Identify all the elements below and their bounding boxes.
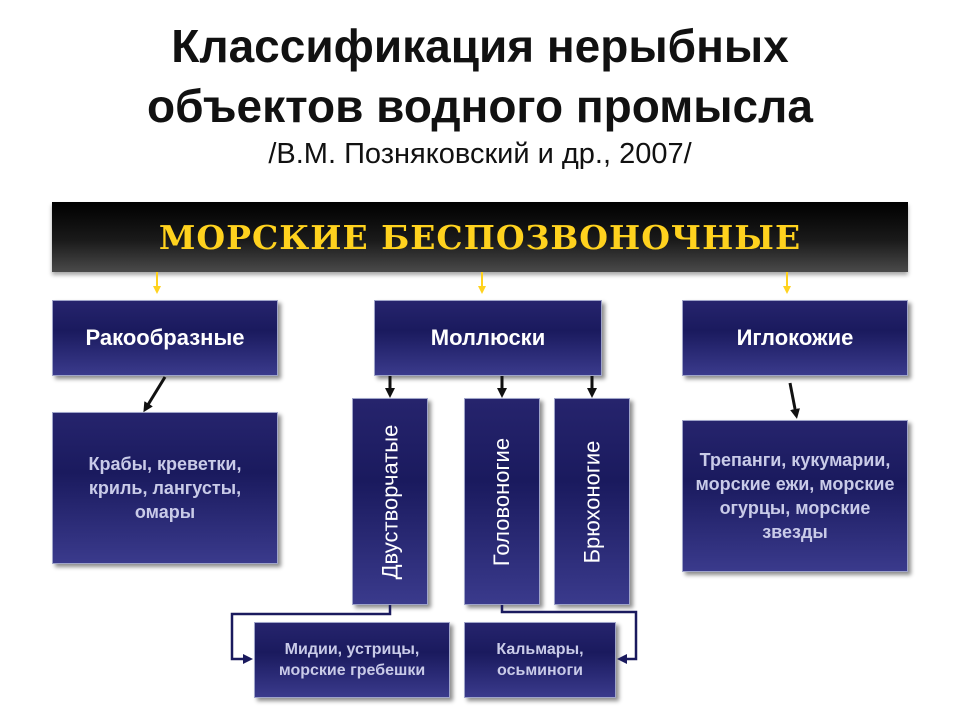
- leaf-cephalopod-examples: Кальмары, осьминоги: [464, 622, 616, 698]
- root-node-marine-invertebrates: МОРСКИЕ БЕСПОЗВОНОЧНЫЕ: [52, 202, 908, 272]
- connector-bivalves-examples: [230, 605, 392, 664]
- node-crustaceans: Ракообразные: [52, 300, 278, 376]
- leaf-bivalve-text: Мидии, устрицы, морские гребешки: [278, 641, 426, 679]
- leaf-crustaceans-text: Крабы, креветки, криль, лангусты, омары: [88, 454, 242, 522]
- subtitle-citation: /В.М. Позняковский и др., 2007/: [268, 138, 692, 170]
- node-gastropods: Брюхоногие: [554, 398, 630, 605]
- connector-echinoderms-leaf: [788, 382, 800, 419]
- leaf-bivalve-examples: Мидии, устрицы, морские гребешки: [254, 622, 450, 698]
- node-cephalopods: Головоногие: [464, 398, 540, 605]
- connector-crustaceans-leaf: [143, 376, 167, 413]
- leaf-cephalopod-text: Кальмары, осьминоги: [496, 641, 584, 679]
- title-line-1: Классификация нерыбных: [171, 20, 789, 72]
- node-mollusks-label: Моллюски: [430, 325, 546, 350]
- connector-cephalopods-examples: [500, 605, 638, 664]
- node-echinoderms-label: Иглокожие: [736, 325, 854, 350]
- node-mollusks: Моллюски: [374, 300, 602, 376]
- title-line-2: объектов водного промысла: [147, 80, 813, 132]
- node-echinoderms: Иглокожие: [682, 300, 908, 376]
- leaf-echinoderms-text: Трепанги, кукумарии, морские ежи, морски…: [695, 450, 895, 542]
- node-bivalves: Двустворчатые: [352, 398, 428, 605]
- leaf-crustaceans-examples: Крабы, креветки, криль, лангусты, омары: [52, 412, 278, 564]
- root-node-label: МОРСКИЕ БЕСПОЗВОНОЧНЫЕ: [158, 217, 802, 257]
- leaf-echinoderms-examples: Трепанги, кукумарии, морские ежи, морски…: [682, 420, 908, 572]
- node-crustaceans-label: Ракообразные: [85, 325, 245, 350]
